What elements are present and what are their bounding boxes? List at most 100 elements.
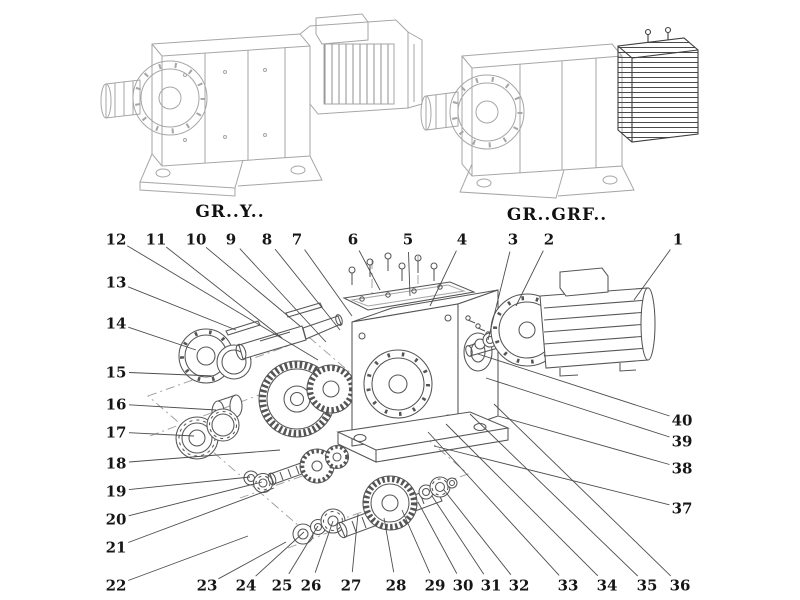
callout-number-27: 27: [341, 577, 362, 595]
callout-leader-19: [128, 476, 251, 491]
callout-number-37: 37: [672, 500, 693, 518]
callout-number-30: 30: [453, 577, 474, 595]
callout-number-6: 6: [348, 231, 358, 249]
callout-leader-36: [493, 403, 672, 577]
callout-leader-2: [515, 250, 544, 307]
callout-number-18: 18: [106, 455, 127, 473]
callout-leader-15: [128, 372, 215, 377]
callout-leader-5: [408, 251, 411, 297]
callout-leader-4: [429, 250, 457, 307]
output-shaft-left: [100, 60, 208, 136]
callout-number-19: 19: [106, 483, 127, 501]
callout-leader-7: [304, 249, 353, 317]
callout-number-21: 21: [106, 539, 127, 557]
callout-number-16: 16: [106, 396, 127, 414]
callout-leader-37: [433, 445, 670, 506]
callout-number-40: 40: [672, 412, 693, 430]
callout-number-28: 28: [386, 577, 407, 595]
callout-leader-14: [128, 326, 197, 351]
callout-number-25: 25: [272, 577, 293, 595]
callout-number-34: 34: [597, 577, 618, 595]
callout-leader-38: [497, 415, 670, 465]
callout-leader-1: [633, 249, 671, 301]
callout-leader-31: [431, 495, 485, 575]
callout-leader-22: [128, 535, 249, 581]
callout-leader-12: [126, 245, 319, 361]
callout-leader-13: [127, 286, 237, 331]
motor-left: [299, 13, 423, 115]
callout-leader-20: [128, 481, 263, 517]
mounting-feet-left: [139, 153, 323, 197]
callout-leader-11: [165, 246, 283, 339]
callout-number-10: 10: [186, 231, 207, 249]
callout-number-24: 24: [236, 577, 257, 595]
callout-leader-17: [128, 432, 195, 437]
intermediate-gear-cluster: [243, 444, 350, 494]
callout-number-36: 36: [670, 577, 691, 595]
callout-number-7: 7: [292, 231, 302, 249]
callout-number-35: 35: [637, 577, 658, 595]
motor-terminal-box: [559, 267, 609, 297]
callout-leader-8: [274, 248, 341, 331]
callout-number-31: 31: [481, 577, 502, 595]
callout-leader-33: [427, 431, 560, 576]
callout-number-13: 13: [106, 274, 127, 292]
callout-number-32: 32: [509, 577, 530, 595]
gearbox-housing: [336, 289, 510, 463]
callout-number-14: 14: [106, 315, 127, 333]
callout-number-33: 33: [558, 577, 579, 595]
gearbox-housing-left: [151, 33, 311, 167]
callout-number-38: 38: [672, 460, 693, 478]
pinion-shaft-assembly: [292, 475, 458, 545]
callout-number-22: 22: [106, 577, 127, 595]
callout-number-3: 3: [508, 231, 518, 249]
callout-leader-24: [255, 531, 305, 577]
callout-leader-26: [314, 520, 334, 573]
callout-number-15: 15: [106, 364, 127, 382]
callout-leader-27: [351, 513, 359, 573]
callout-number-9: 9: [226, 231, 236, 249]
terminal-box-left: [315, 13, 369, 45]
callout-leader-16: [128, 404, 217, 411]
callout-leader-25: [288, 525, 319, 575]
callout-number-8: 8: [262, 231, 272, 249]
output-gear-large: [258, 360, 356, 438]
callout-number-4: 4: [457, 231, 467, 249]
callout-number-26: 26: [301, 577, 322, 595]
callout-leader-6: [358, 250, 381, 291]
callout-leader-21: [128, 487, 275, 543]
callout-leader-28: [383, 517, 395, 573]
callout-number-20: 20: [106, 511, 127, 529]
callout-leader-35: [469, 413, 639, 577]
variant-label-gr-grf: GR..GRF..: [506, 205, 608, 225]
output-shaft: [235, 314, 343, 361]
callout-number-1: 1: [673, 231, 683, 249]
flange-adapter-block-right: [617, 26, 699, 143]
assembled-view-gr-y: [100, 13, 423, 197]
assembled-view-gr-grf: [420, 26, 699, 199]
callout-leader-40: [477, 353, 670, 417]
variant-label-gr-y: GR..Y..: [195, 202, 265, 222]
callout-leader-39: [485, 377, 670, 438]
callout-number-29: 29: [425, 577, 446, 595]
housing-top-cover: [342, 281, 476, 311]
cover-bolts: [348, 252, 438, 285]
callout-leader-32: [443, 489, 512, 576]
callout-leader-30: [417, 501, 458, 574]
callout-leader-9: [239, 248, 327, 343]
callout-number-23: 23: [197, 577, 218, 595]
callout-leader-34: [445, 423, 599, 577]
gearbox-housing-right: [420, 43, 635, 199]
motor: [490, 267, 656, 377]
callout-leader-18: [128, 449, 281, 463]
callout-number-11: 11: [146, 231, 167, 249]
callout-number-2: 2: [544, 231, 554, 249]
callout-leader-3: [487, 251, 511, 341]
callout-leader-10: [205, 246, 301, 327]
callout-number-5: 5: [403, 231, 413, 249]
callout-leader-23: [218, 541, 287, 580]
output-bearing: [175, 408, 240, 460]
